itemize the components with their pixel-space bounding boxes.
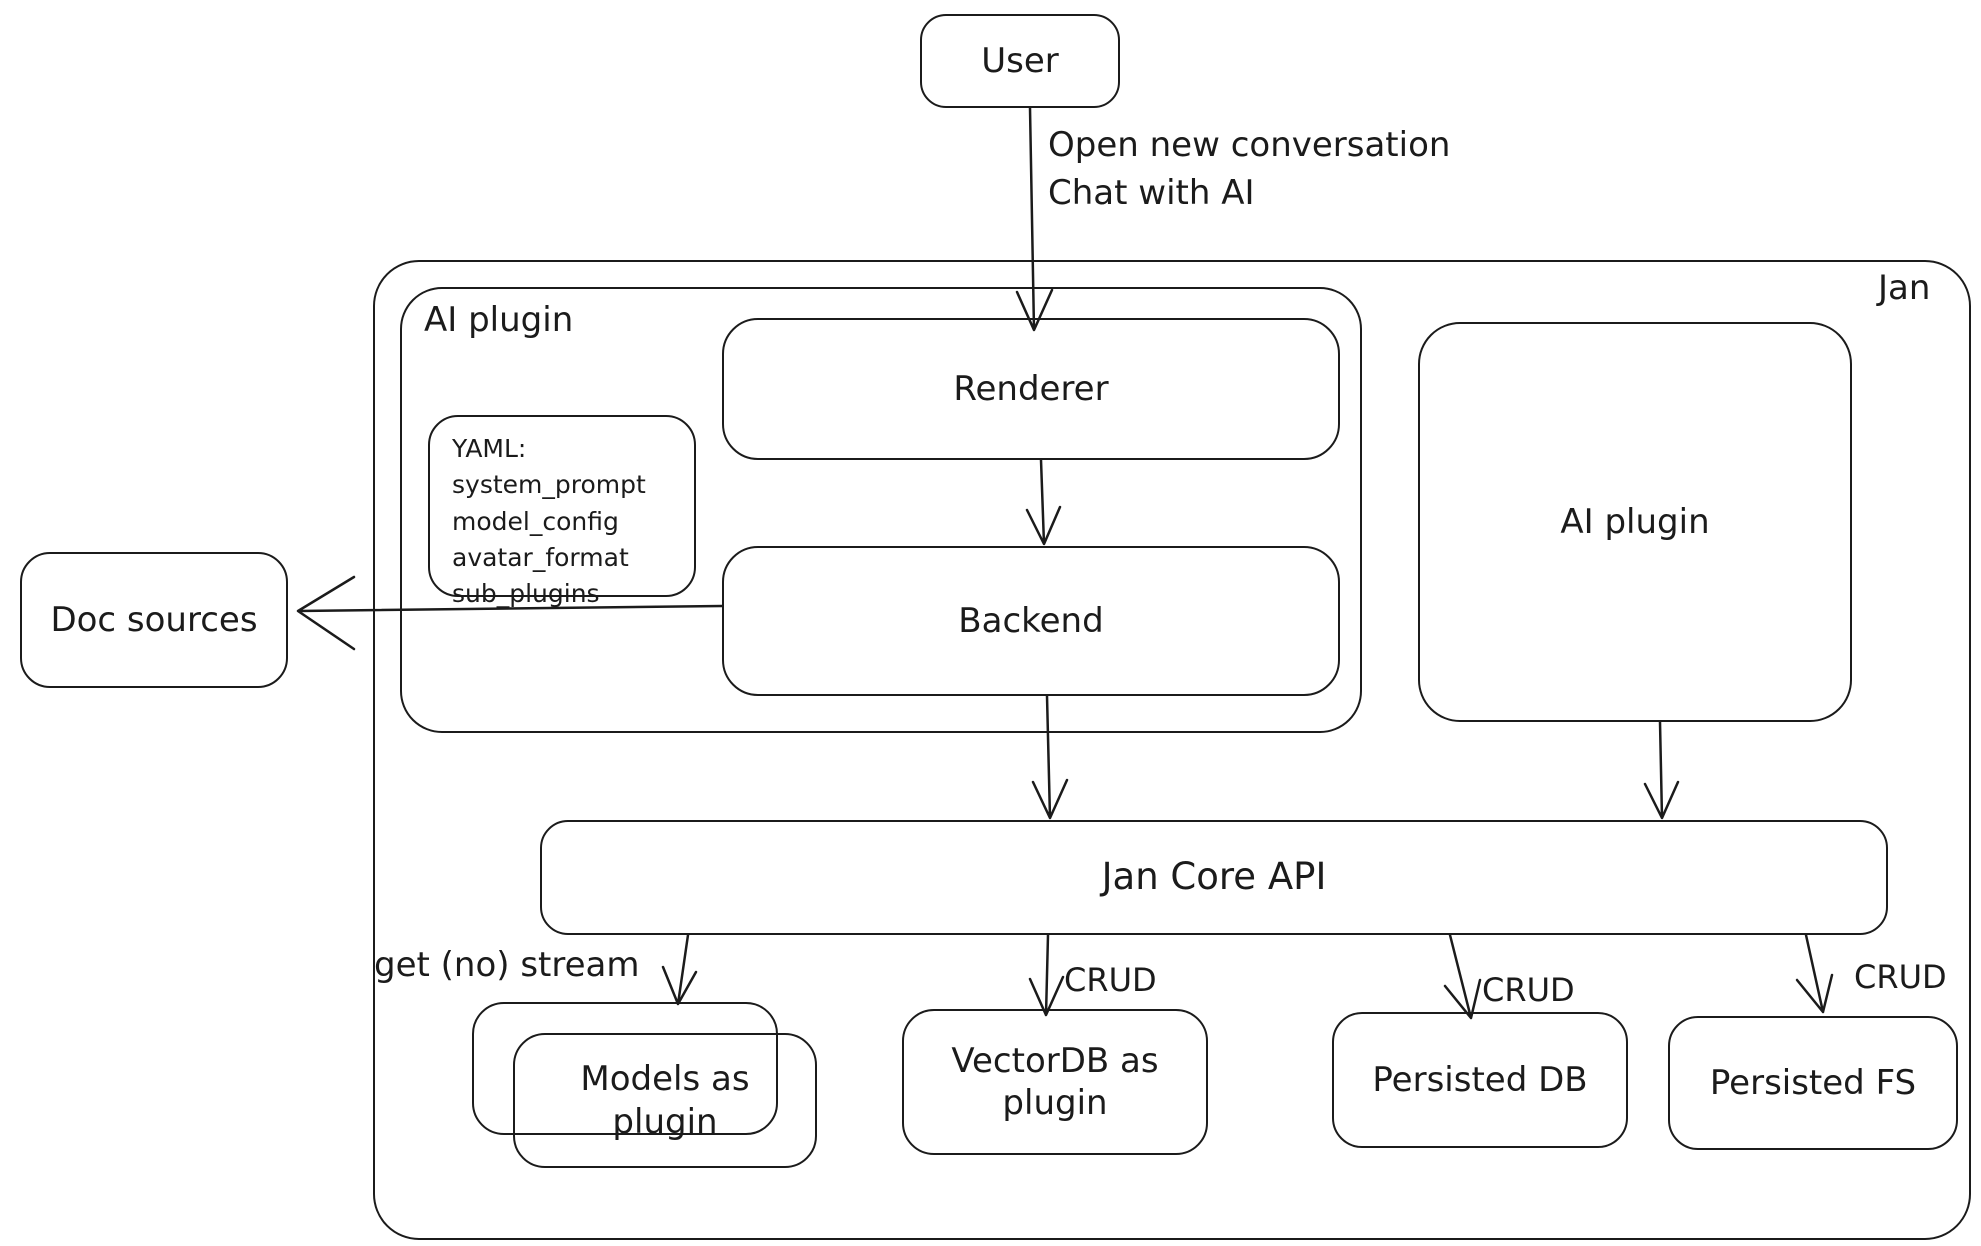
node-doc-sources-label: Doc sources	[50, 599, 258, 640]
node-vectordb-as-plugin: VectorDB as plugin	[902, 1009, 1208, 1155]
edge-label-user-to-jan: Open new conversation Chat with AI	[1048, 122, 1450, 217]
node-models-back-box	[472, 1002, 778, 1135]
node-vectordb-as-plugin-label: VectorDB as plugin	[951, 1040, 1159, 1124]
container-jan	[373, 260, 1971, 1240]
yaml-line: sub_plugins	[452, 579, 600, 608]
node-models-as-plugin: Models as plugin	[513, 1033, 817, 1168]
node-persisted-fs-label: Persisted FS	[1709, 1062, 1917, 1103]
node-ai-plugin-right-label: AI plugin	[1560, 501, 1710, 542]
yaml-line: avatar_format	[452, 542, 629, 572]
edge-label-open-conversation: Open new conversation	[1048, 125, 1451, 165]
node-persisted-fs: Persisted FS	[1668, 1016, 1958, 1150]
node-doc-sources: Doc sources	[20, 552, 288, 688]
node-backend-label: Backend	[958, 600, 1104, 641]
node-ai-plugin-right: AI plugin	[1418, 322, 1852, 722]
edge-label-chat-with-ai: Chat with AI	[1048, 172, 1255, 213]
node-user: User	[920, 14, 1120, 108]
node-jan-core-api-label: Jan Core API	[1101, 855, 1327, 899]
container-jan-label: Jan	[1878, 268, 1931, 308]
node-persisted-db: Persisted DB	[1332, 1012, 1628, 1148]
edge-label-crud-persisted-fs: CRUD	[1854, 958, 1947, 996]
node-persisted-db-label: Persisted DB	[1372, 1059, 1588, 1100]
edge-label-get-no-stream: get (no) stream	[374, 945, 640, 985]
container-ai-plugin	[400, 287, 1362, 733]
node-models-as-plugin-label: Models as plugin	[580, 1059, 750, 1142]
node-backend: Backend	[722, 546, 1340, 696]
container-ai-plugin-label: AI plugin	[424, 300, 574, 340]
yaml-line: model_config	[452, 506, 619, 536]
edge-label-crud-vectordb: CRUD	[1064, 961, 1157, 999]
edge-label-crud-persisted-db: CRUD	[1482, 971, 1575, 1009]
node-jan-core-api: Jan Core API	[540, 820, 1888, 935]
node-user-label: User	[981, 40, 1059, 81]
node-yaml-note: YAML: system_prompt model_config avatar_…	[428, 415, 696, 608]
node-renderer-label: Renderer	[953, 368, 1109, 409]
node-renderer: Renderer	[722, 318, 1340, 460]
yaml-line: system_prompt	[452, 470, 646, 500]
yaml-line: YAML:	[452, 434, 527, 463]
